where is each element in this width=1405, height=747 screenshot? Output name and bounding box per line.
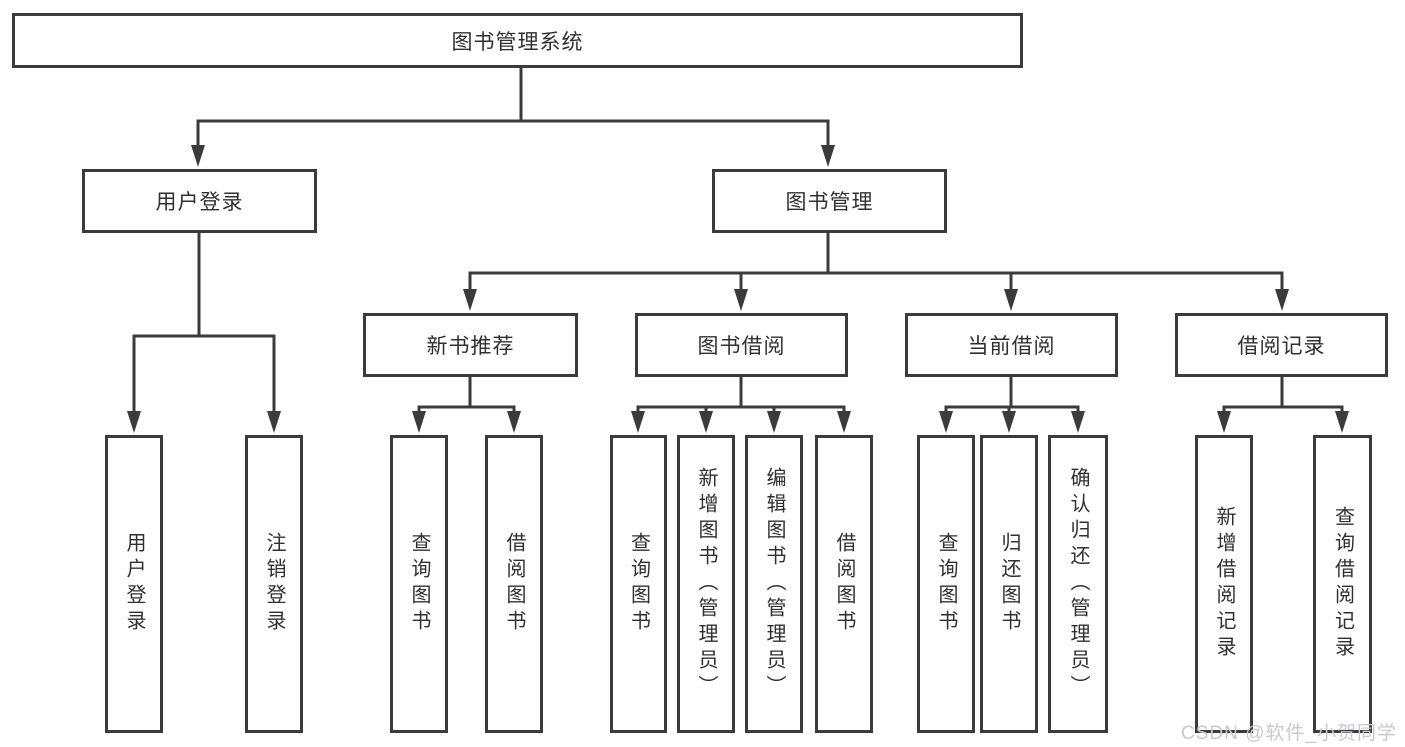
node-label: 图书管理 xyxy=(785,191,874,214)
node-user-login: 用户登录 xyxy=(82,169,317,233)
node-label: 归还图书 xyxy=(998,532,1020,636)
node-label: 注销登录 xyxy=(263,532,285,636)
leaf-borrow-borrow-books: 借阅图书 xyxy=(815,435,873,733)
node-label: 当前借阅 xyxy=(967,335,1056,358)
leaf-borrow-edit-books-admin: 编辑图书（管理员） xyxy=(745,435,803,733)
node-label: 查询图书 xyxy=(627,532,650,636)
leaf-borrow-query-books: 查询图书 xyxy=(610,435,667,733)
leaf-current-confirm-return-admin: 确认归还（管理员） xyxy=(1048,435,1108,733)
leaf-current-query-books: 查询图书 xyxy=(917,435,975,733)
node-label: 编辑图书（管理员） xyxy=(763,467,785,701)
node-label: 查询图书 xyxy=(408,532,430,636)
node-borrowing-records: 借阅记录 xyxy=(1175,313,1388,377)
node-library-management-system: 图书管理系统 xyxy=(12,13,1023,68)
node-label: 借阅图书 xyxy=(833,532,855,636)
node-label: 图书管理系统 xyxy=(451,30,584,54)
leaf-current-return-books: 归还图书 xyxy=(980,435,1038,733)
node-book-management: 图书管理 xyxy=(712,169,947,233)
node-label: 用户登录 xyxy=(155,191,244,214)
leaf-newrec-borrow-books: 借阅图书 xyxy=(485,435,543,733)
leaf-records-add-record: 新增借阅记录 xyxy=(1195,435,1253,733)
csdn-watermark: CSDN @软件_小贺同学 xyxy=(1181,723,1397,744)
leaf-logout: 注销登录 xyxy=(245,435,303,733)
leaf-user-login: 用户登录 xyxy=(105,435,163,733)
node-label: 查询借阅记录 xyxy=(1331,506,1354,662)
node-label: 新增图书（管理员） xyxy=(695,467,717,701)
node-book-borrowing: 图书借阅 xyxy=(635,313,848,377)
node-label: 新增借阅记录 xyxy=(1213,506,1235,662)
node-label: 用户登录 xyxy=(123,532,145,636)
node-label: 查询图书 xyxy=(935,532,957,636)
node-label: 图书借阅 xyxy=(697,335,786,358)
node-label: 借阅记录 xyxy=(1237,335,1326,358)
node-label: 确认归还（管理员） xyxy=(1067,467,1089,701)
node-new-book-recommend: 新书推荐 xyxy=(363,313,578,377)
leaf-records-query-record: 查询借阅记录 xyxy=(1313,435,1372,733)
node-label: 新书推荐 xyxy=(426,335,515,358)
leaf-newrec-query-books: 查询图书 xyxy=(390,435,448,733)
leaf-borrow-add-books-admin: 新增图书（管理员） xyxy=(677,435,735,733)
node-label: 借阅图书 xyxy=(503,532,525,636)
node-current-borrowing: 当前借阅 xyxy=(905,313,1118,377)
